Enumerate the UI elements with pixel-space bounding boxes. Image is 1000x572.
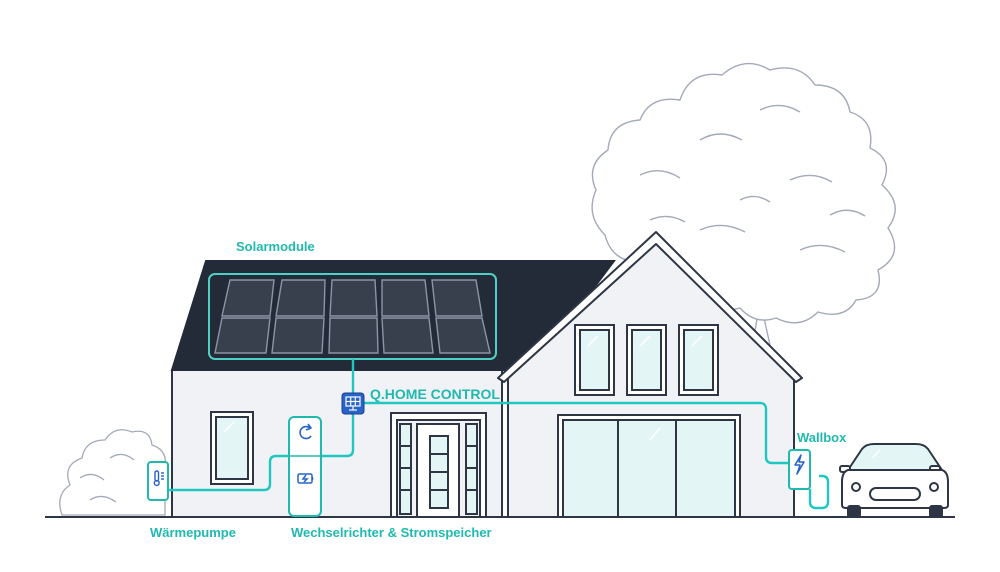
inverter-storage-unit [288,416,322,517]
solar-modules [208,273,497,360]
battery-charge-icon [297,473,314,484]
wallbox-label: Wallbox [797,430,847,445]
electric-car [839,443,949,518]
home-control-box [341,392,365,415]
gable-windows [574,324,719,396]
bush [59,429,167,516]
solar-panel-icon [345,396,361,411]
heat-pump-label: Wärmepumpe [150,525,236,540]
gable-roof-edge [497,231,803,383]
entrance-door [390,412,487,518]
connection-lines [168,359,830,510]
garage-door [557,414,741,518]
refresh-icon [299,423,312,440]
home-control-label: Q.HOME CONTROL [370,386,500,402]
inverter-storage-label: Wechselrichter & Stromspeicher [291,525,492,540]
lightning-icon [794,454,805,475]
solar-modules-label: Solarmodule [236,239,315,254]
thermometer-icon [153,470,164,487]
house-window [210,411,254,485]
